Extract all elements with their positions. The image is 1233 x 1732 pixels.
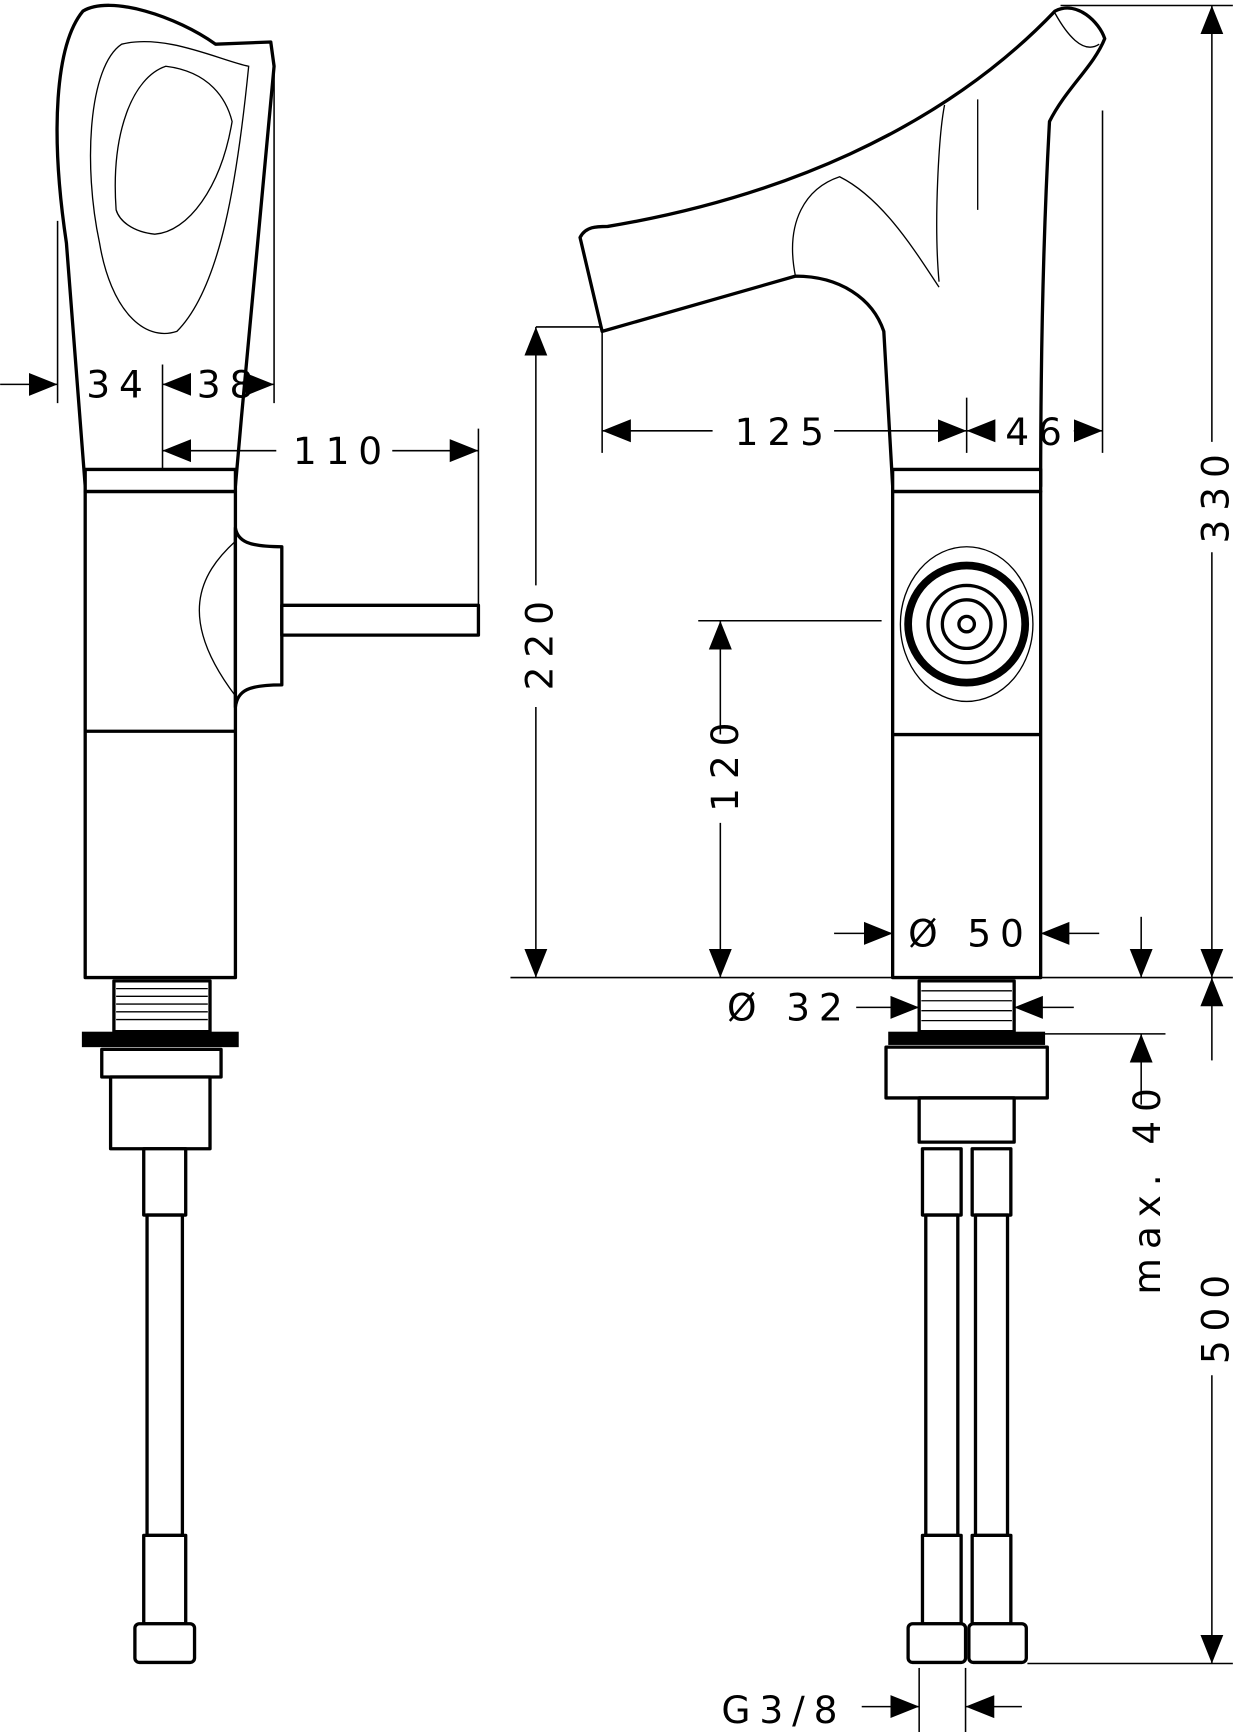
side-body (83, 489, 238, 980)
dim-diameter-50: Ø 50 (908, 912, 1033, 956)
front-spout (578, 6, 1107, 488)
dim-g3-8: G3/8 (721, 1688, 846, 1732)
dim-500: 500 (1193, 1266, 1233, 1364)
dim-diameter-32: Ø 32 (727, 986, 852, 1030)
dim-34: 34 (86, 363, 151, 407)
side-view (55, 3, 481, 1665)
dim-120: 120 (703, 714, 747, 812)
side-lever-handle (233, 526, 284, 709)
dim-110: 110 (293, 429, 391, 473)
side-spout (55, 3, 276, 488)
dim-330: 330 (1193, 445, 1233, 543)
lever-dial (904, 561, 1030, 687)
side-lever-rod (280, 603, 481, 637)
dim-max-40: max. 40 (1125, 1079, 1169, 1294)
dim-220: 220 (517, 592, 561, 690)
dim-38: 38 (197, 363, 262, 407)
dim-125: 125 (735, 410, 833, 454)
dim-46: 46 (1005, 410, 1070, 454)
front-view (578, 6, 1107, 1665)
